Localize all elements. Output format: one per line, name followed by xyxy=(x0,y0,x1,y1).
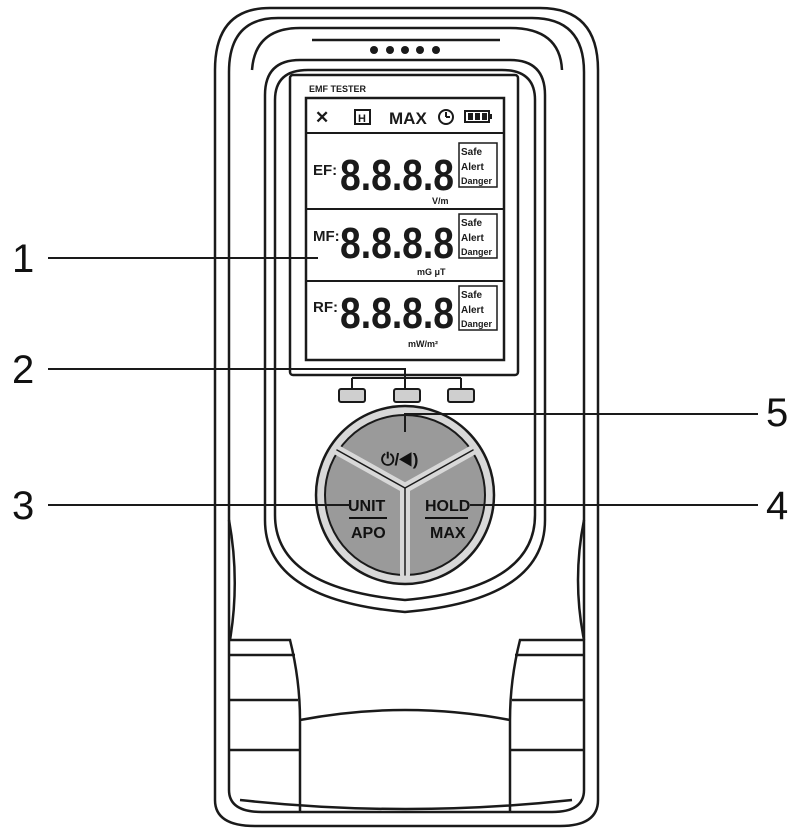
hold-symbol: H xyxy=(358,113,366,125)
fan-icon: ✕ xyxy=(315,108,329,127)
rf-row: RF: 8.8.8.8 Safe Alert Danger mW/m² xyxy=(313,285,498,349)
apo-clock-icon xyxy=(438,109,454,125)
callout-number-4: 4 xyxy=(766,484,788,528)
seven-segment-digits: 8.8.8.8 xyxy=(340,289,454,338)
button-cluster: ⏻/◀) UNIT APO HOLD MAX xyxy=(314,404,496,586)
badge-frame xyxy=(458,213,498,259)
seven-segment-digits: 8.8.8.8 xyxy=(340,151,454,200)
callouts xyxy=(48,257,758,506)
callout-number-5: 5 xyxy=(766,391,788,435)
sensor-dot xyxy=(432,46,440,54)
unit-label: UNIT xyxy=(348,498,386,515)
indicator-row: ✕ H MAX xyxy=(315,108,492,128)
led-indicators xyxy=(338,388,475,403)
safe-badge: Safe xyxy=(461,290,483,301)
ef-row: EF: 8.8.8.8 Safe Alert Danger V/m xyxy=(313,142,498,206)
badge-frame xyxy=(458,285,498,331)
hold-label: HOLD xyxy=(425,498,470,515)
sensor-dot xyxy=(386,46,394,54)
callout-5-leader xyxy=(404,413,758,432)
apo-label: APO xyxy=(351,525,386,542)
device-body xyxy=(213,6,600,828)
sensor-dot xyxy=(416,46,424,54)
lcd-screen xyxy=(304,96,506,362)
row-label: EF: xyxy=(313,162,337,179)
hold-max-button[interactable]: HOLD MAX xyxy=(405,450,487,575)
max-indicator: MAX xyxy=(389,109,427,128)
unit-apo-button[interactable]: UNIT APO xyxy=(323,450,405,575)
power-sound-button[interactable]: ⏻/◀) xyxy=(337,412,473,488)
sensor-dot xyxy=(401,46,409,54)
safe-badge: Safe xyxy=(461,218,483,229)
seven-segment-digits: 8.8.8.8 xyxy=(340,219,454,268)
callout-number-1: 1 xyxy=(12,237,34,281)
safe-badge: Safe xyxy=(461,147,483,158)
callout-number-3: 3 xyxy=(12,484,34,528)
unit-label: mG μT xyxy=(417,267,446,277)
danger-badge: Danger xyxy=(461,247,493,257)
lcd-display: EMF TESTER ✕ H MAX EF xyxy=(288,73,520,377)
danger-badge: Danger xyxy=(461,176,493,186)
led-right xyxy=(447,388,475,403)
callout-2-leader xyxy=(48,368,406,389)
battery-icon xyxy=(464,110,492,123)
led-left xyxy=(338,388,366,403)
led-center xyxy=(393,388,421,403)
sensor-dot xyxy=(370,46,378,54)
row-label: RF: xyxy=(313,299,338,316)
row-label: MF: xyxy=(313,228,340,245)
hold-icon xyxy=(354,109,371,125)
mf-row: MF: 8.8.8.8 Safe Alert Danger mG μT xyxy=(313,213,498,277)
power-sound-label: ⏻/◀) xyxy=(381,450,418,469)
sensor-dots xyxy=(370,46,440,54)
model-label: EMF TESTER xyxy=(309,84,367,94)
badge-frame xyxy=(458,142,498,188)
unit-label: V/m xyxy=(432,196,449,206)
max-label: MAX xyxy=(430,525,466,542)
danger-badge: Danger xyxy=(461,319,493,329)
alert-badge: Alert xyxy=(461,162,484,173)
unit-label: mW/m² xyxy=(408,339,438,349)
alert-badge: Alert xyxy=(461,233,484,244)
callout-number-2: 2 xyxy=(12,348,34,392)
button-separators xyxy=(332,445,478,580)
alert-badge: Alert xyxy=(461,305,484,316)
